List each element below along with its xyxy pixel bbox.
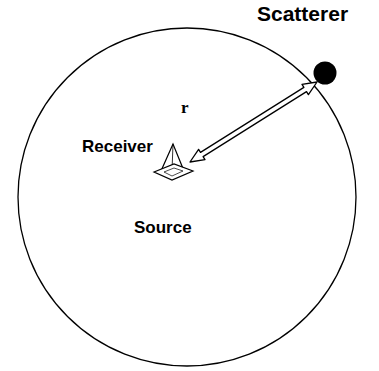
- range-label: r: [181, 99, 189, 116]
- scatterer-shape: [313, 61, 337, 85]
- source-plate-inner: [164, 168, 183, 176]
- range-circle: [18, 28, 356, 366]
- receiver-label: Receiver: [82, 138, 153, 155]
- scatterer-label: Scatterer: [257, 3, 348, 24]
- scatterer-dot: Scatterer: [313, 61, 337, 85]
- source-label: Source: [134, 219, 192, 236]
- range-double-arrow: [190, 82, 317, 162]
- source-plate-symbol: [154, 164, 193, 180]
- scatterer-fill: [314, 62, 337, 85]
